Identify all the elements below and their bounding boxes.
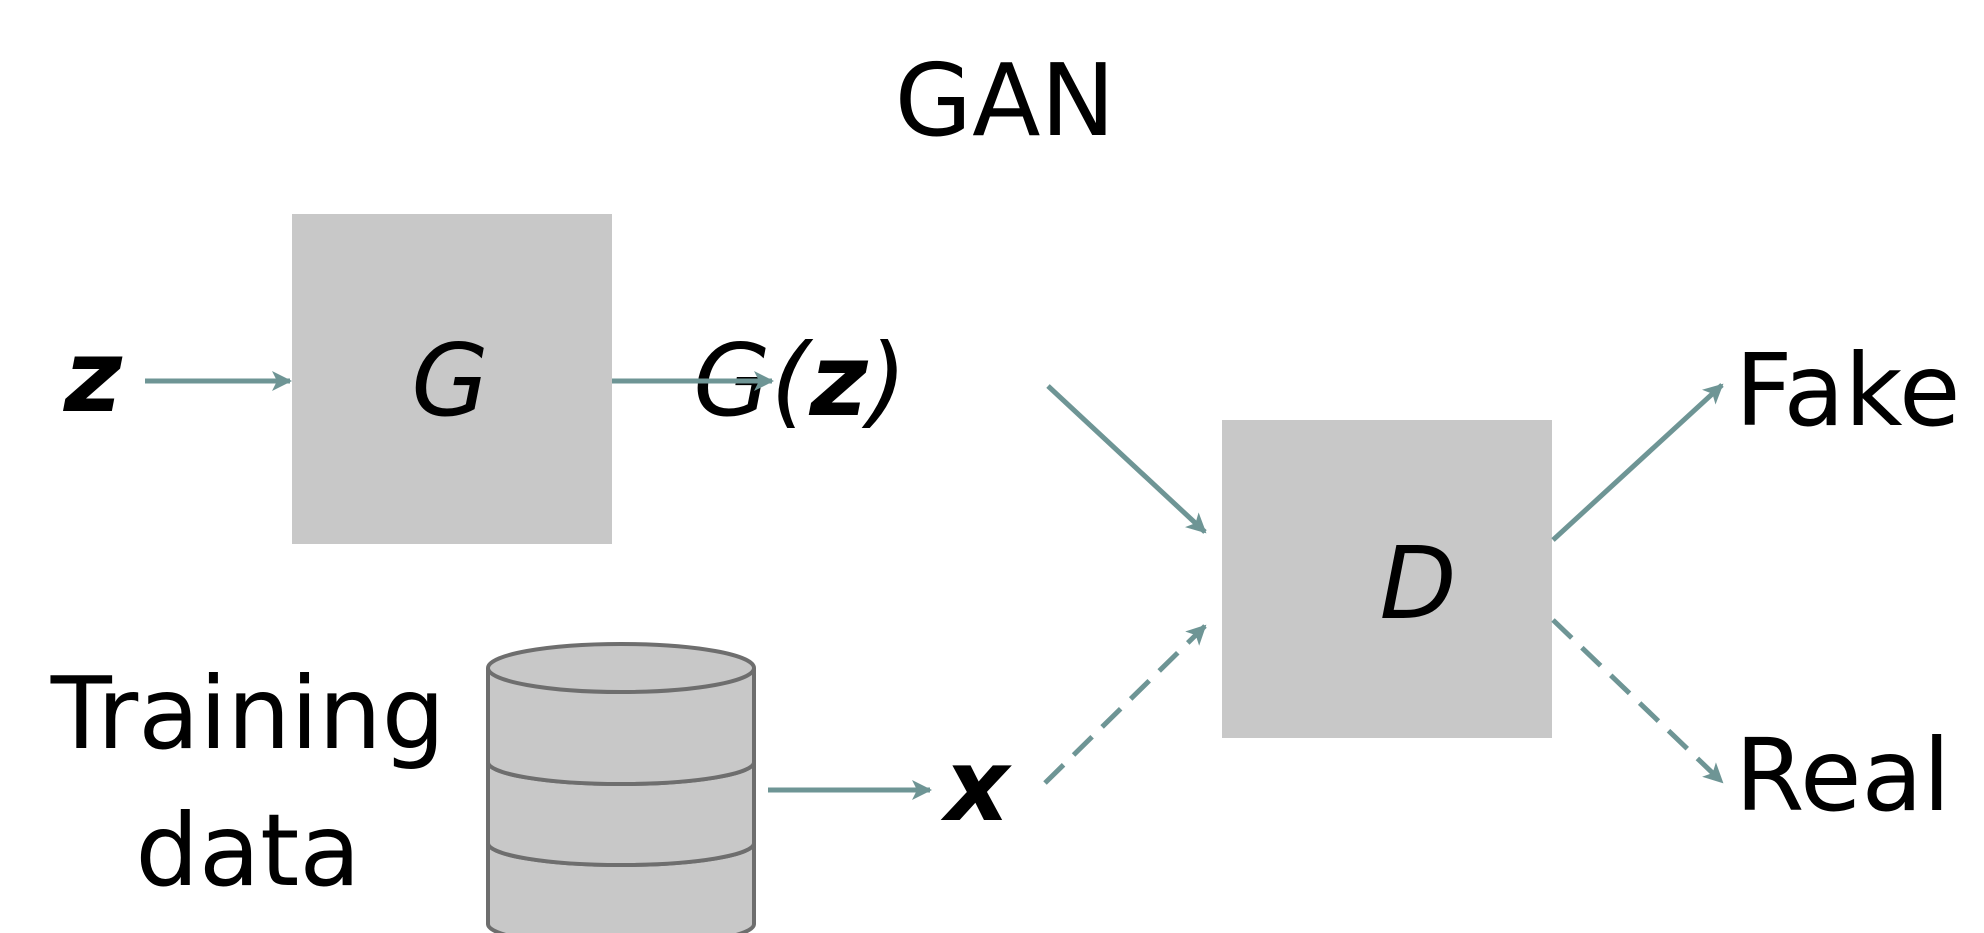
edge-x-to-discriminator [1043,624,1207,785]
edge-generated-to-discriminator [1046,384,1207,534]
training-data-label-line2: data [135,792,360,909]
training-data-label: Training [50,655,446,772]
x-label: x [940,727,1013,844]
edge-discriminator-to-real [1551,618,1724,784]
generator-box [292,214,612,544]
generated-label: G(z) [693,322,907,439]
diagram-title: GAN [895,42,1116,159]
generator-label: G [411,322,489,439]
real-label: Real [1735,717,1951,834]
database-icon [486,642,756,933]
discriminator-box [1222,420,1552,738]
discriminator-label: D [1379,525,1456,642]
fake-label: Fake [1735,332,1961,449]
z-label: z [63,318,123,435]
edge-discriminator-to-fake [1551,383,1724,542]
